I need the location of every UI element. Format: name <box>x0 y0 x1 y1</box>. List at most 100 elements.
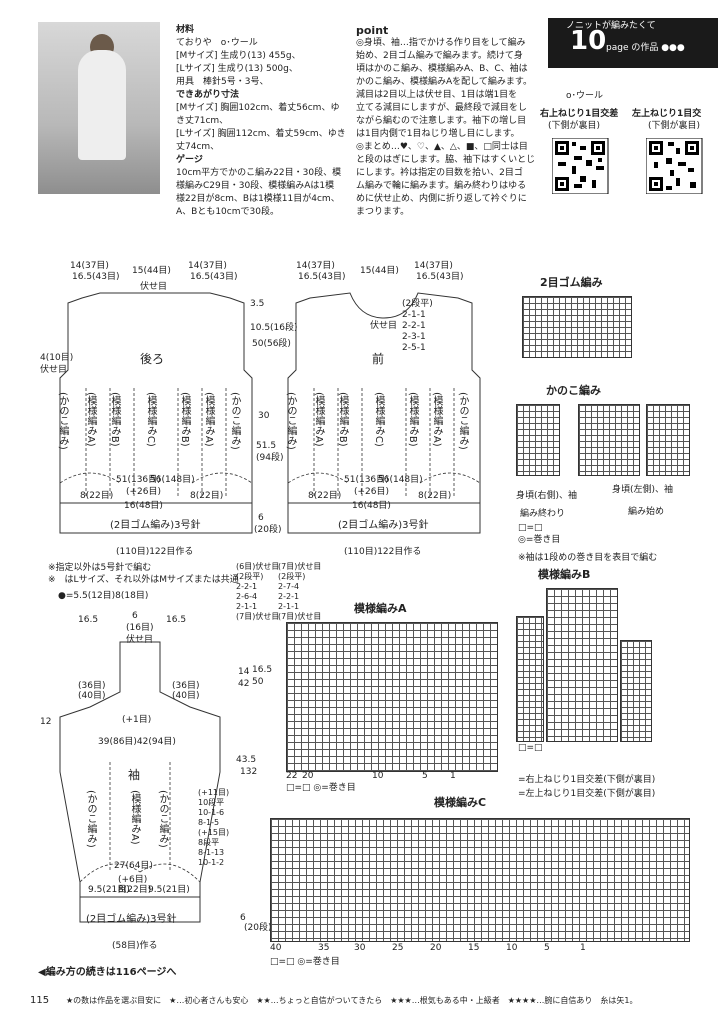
point-line: ム編みで輪に編みます。編み終わりはゆる <box>356 181 527 191</box>
badge-suffix: page の作品 ●●● <box>606 43 685 53</box>
sleeve-top-center: 6 <box>132 611 138 621</box>
pattern-a-chart <box>286 622 498 772</box>
sleeve-heart-l2: (40目) <box>172 691 200 701</box>
back-increase: (+26目) <box>126 487 162 497</box>
neck-table-l: (7目)伏せ目 (2段平) 2-7-4 2-2-1 2-1-1 (7目)伏せ目 <box>278 562 321 622</box>
point-line: ◎まとめ…♥、♡、▲、△、■、□同士は目 <box>356 142 528 152</box>
sleeve-heart-l: (40目) <box>78 691 106 701</box>
qr-code-left[interactable] <box>552 138 612 194</box>
materials-line: 10cm平方でかのこ編み22目・30段、模 <box>176 168 342 178</box>
rating-legend: ★の数は作品を選ぶ目安に ★…初心者さんも安心 ★★…ちょっと自信がついてきたら… <box>66 996 638 1005</box>
neck-table: (6目)伏せ目 (2段平) 2-2-1 2-6-4 2-1-1 (7目)伏せ目 <box>236 562 279 622</box>
front-col-3: (模様編みB) <box>337 392 348 447</box>
continue-note: ◀編み方の続きは116ページへ <box>38 967 177 978</box>
sleeve-right-5: 43.5 <box>236 755 257 765</box>
legend-knit: □=□ <box>518 523 543 533</box>
center-dim-6: 6 <box>258 513 264 523</box>
incr-row: 10-1-2 <box>198 858 225 867</box>
point-line: かのこ編み、模様編みAを配して編みます。 <box>356 77 532 87</box>
pattern-a-num-20: 20 <box>302 771 314 781</box>
point-line: は1目内側で1目ねじり増し目にします。 <box>356 129 520 139</box>
point-line: と段のはぎにします。脇、袖下はすくいとじ <box>356 155 536 165</box>
center-dim-30: 30 <box>258 411 270 421</box>
back-col-7: (かのこ編み) <box>229 392 240 450</box>
note-size: ※ はLサイズ、それ以外はMサイズまたは共通 <box>48 575 239 585</box>
back-title: 後ろ <box>140 352 165 366</box>
badge-number: 10 <box>570 26 607 56</box>
back-col-3: (模様編みB) <box>109 392 120 447</box>
point-line: 頃はかのこ編み、模様編みA、B、C、袖は <box>356 64 528 74</box>
sleeve-right-4: 50 <box>252 677 264 687</box>
back-col-2: (模様編みA) <box>85 392 96 447</box>
sleeve-right-3: 16.5 <box>252 665 273 675</box>
materials-heading: 材料 <box>176 25 195 35</box>
pattern-a-num-1: 1 <box>450 771 456 781</box>
sleeve-width: 39(86目)42(94目) <box>98 737 176 747</box>
sleeve-heart-m: (36目) <box>78 681 106 691</box>
pattern-c-num-35: 35 <box>318 943 330 953</box>
sleeve-top-sts: (16目) <box>126 623 154 633</box>
materials-line: [Mサイズ] 胸囲102cm、着丈56cm、ゆ <box>176 103 340 113</box>
pattern-c-num-5: 5 <box>544 943 550 953</box>
pattern-c-num-10: 10 <box>506 943 518 953</box>
sleeve-top-left: 16.5 <box>78 615 99 625</box>
note-dot: ●=5.5(12目)8(18目) <box>58 591 149 601</box>
point-line: 減目は2目以上は伏せ目、1目は端1目を <box>356 90 518 100</box>
pattern-b-title: 模様編みB <box>538 568 591 581</box>
incr-row: (+15目) <box>198 828 230 837</box>
model-photo <box>38 22 160 194</box>
point-line: ◎身頃、袖…指でかける作り目をして編み <box>356 38 526 48</box>
pattern-a-num-10: 10 <box>372 771 384 781</box>
point-line: ながら編むので注意します。袖下の増し目 <box>356 116 527 126</box>
back-side-right-3: 50(56段) <box>252 339 291 349</box>
neck-row: 2-6-4 <box>236 592 258 601</box>
neck-row: 2-1-1 <box>236 602 258 611</box>
page-badge: ノニットが編みたくて 10 page の作品 ●●● <box>548 18 718 68</box>
front-neck-5: 2-5-1 <box>402 343 426 353</box>
back-small-2: 8(22目) <box>190 491 224 501</box>
kanoko-chart-title: かのこ編み <box>546 384 601 397</box>
neck-row: (7目)伏せ目 <box>236 612 280 621</box>
point-block: point ◎身頃、袖…指でかける作り目をして編み 始め、2目ゴム編みで編みます… <box>356 24 535 219</box>
incr-row: (+11目) <box>198 788 230 797</box>
back-small-1: 8(22目) <box>80 491 114 501</box>
front-col-6: (模様編みA) <box>431 392 442 447</box>
qr-left-title: 右上ねじり1目交差 <box>540 109 619 119</box>
front-top-dim-left: 14(37目) <box>296 261 335 271</box>
back-side-right-1: 3.5 <box>250 299 265 309</box>
back-top-dim-right-l: 16.5(43目) <box>190 272 238 282</box>
neck-row: 2-7-4 <box>278 582 300 591</box>
sleeve-note: ※袖は1段めの巻き目を表目で編む <box>518 553 658 563</box>
front-rib: (2目ゴム編み)3号針 <box>338 520 429 531</box>
back-width-m: 51(136目) <box>116 475 161 485</box>
pattern-c-legend: □=□ ◎=巻き目 <box>270 957 340 967</box>
neck-row: (7目)伏せ目 <box>278 562 322 571</box>
sleeve-right-1: 14 <box>238 667 250 677</box>
sleeve-left-dim: 12 <box>40 717 52 727</box>
sleeve-title: 袖 <box>128 768 141 782</box>
sleeve-bind-off: 伏せ目 <box>126 635 154 645</box>
front-increase: (+26目) <box>354 487 390 497</box>
back-side-left-bind: 伏せ目 <box>40 365 68 375</box>
sleeve-right-7: 6 <box>240 913 246 923</box>
pattern-b-legend-2: =左上ねじり1目交差(下側が裏目) <box>518 789 656 799</box>
sleeve-bottom-3: 8(22目) <box>118 885 152 895</box>
pattern-b-legend-knit: □=□ <box>518 743 543 753</box>
front-bind-off: 伏せ目 <box>370 321 398 331</box>
qr-code-right[interactable] <box>646 138 706 194</box>
back-rib: (2目ゴム編み)3号針 <box>110 520 201 531</box>
front-outline <box>287 292 481 534</box>
front-cast-on: (110目)122目作る <box>344 547 422 557</box>
materials-line: [Lサイズ] 生成り(13) 500g、 <box>176 64 298 74</box>
back-top-dim-left: 14(37目) <box>70 261 109 271</box>
front-top-dim-left-l: 16.5(43目) <box>298 272 346 282</box>
back-top-dim-center: 15(44目) <box>132 266 171 276</box>
pattern-a-num-22: 22 <box>286 771 298 781</box>
kanoko-chart-right <box>646 404 690 476</box>
front-col-7: (かのこ編み) <box>457 392 468 450</box>
sleeve-col-3: (かのこ編み) <box>157 790 168 848</box>
center-dim-20: (20段) <box>254 525 282 535</box>
back-diagram <box>59 292 253 534</box>
rib-chart-title: 2目ゴム編み <box>540 276 603 289</box>
neck-row: 2-1-1 <box>278 602 300 611</box>
